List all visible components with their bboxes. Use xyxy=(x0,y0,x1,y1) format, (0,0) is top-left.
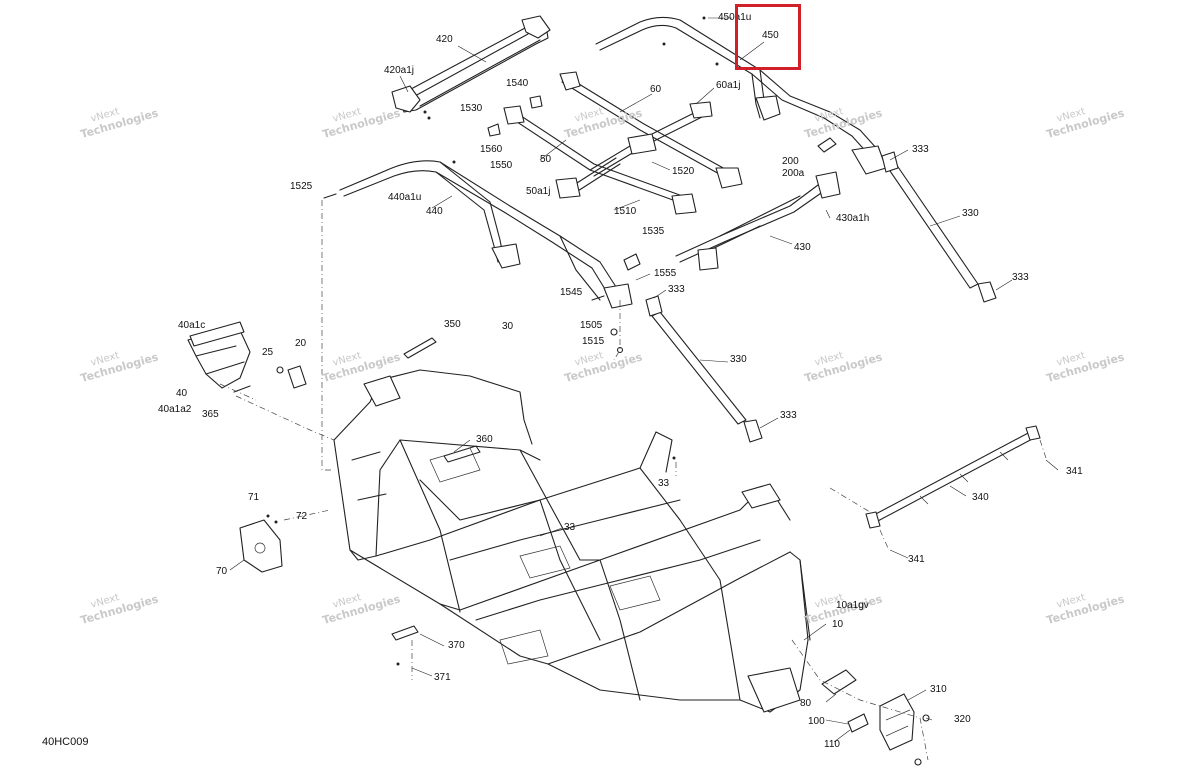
callout-1560[interactable]: 1560 xyxy=(480,144,503,155)
callout-100[interactable]: 100 xyxy=(808,716,825,727)
callout-341-a[interactable]: 341 xyxy=(1066,466,1083,477)
part-370-bracket[interactable] xyxy=(391,625,419,641)
part-1540-clip[interactable] xyxy=(529,95,543,109)
part-10-main-frame[interactable] xyxy=(333,369,811,713)
callout-420a1j[interactable]: 420a1j xyxy=(384,65,415,76)
part-310-bracket[interactable] xyxy=(879,693,915,751)
callout-330-b[interactable]: 330 xyxy=(730,354,747,365)
callout-70[interactable]: 70 xyxy=(216,566,228,577)
part-100-mount[interactable] xyxy=(847,713,869,733)
part-33-fastener[interactable] xyxy=(672,456,676,460)
part-450-rear-arch[interactable] xyxy=(595,16,887,175)
callout-60[interactable]: 60 xyxy=(650,84,662,95)
callout-50[interactable]: 50 xyxy=(540,154,552,165)
callout-30[interactable]: 30 xyxy=(502,321,514,332)
callout-110[interactable]: 110 xyxy=(824,739,840,750)
callout-1525[interactable]: 1525 xyxy=(290,181,313,192)
callout-40a1a2[interactable]: 40a1a2 xyxy=(158,404,192,415)
callout-350[interactable]: 350 xyxy=(444,319,461,330)
callout-1515[interactable]: 1515 xyxy=(582,336,605,347)
part-320-nut-2[interactable] xyxy=(914,758,922,766)
part-40-bracket[interactable] xyxy=(187,321,251,389)
part-371-fastener[interactable] xyxy=(396,662,400,666)
callout-1550[interactable]: 1550 xyxy=(490,160,513,171)
part-60-crossmember[interactable] xyxy=(559,71,743,189)
callout-20[interactable]: 20 xyxy=(295,338,307,349)
callout-1510[interactable]: 1510 xyxy=(614,206,637,217)
callout-450[interactable]: 450 xyxy=(762,30,779,41)
callout-40a1c[interactable]: 40a1c xyxy=(178,320,206,331)
callout-1520[interactable]: 1520 xyxy=(672,166,695,177)
callout-10a1gv[interactable]: 10a1gv xyxy=(836,600,869,611)
callout-333-d[interactable]: 333 xyxy=(780,410,797,421)
part-430-brace[interactable] xyxy=(675,171,841,271)
callout-333-a[interactable]: 333 xyxy=(912,144,929,155)
callout-430[interactable]: 430 xyxy=(794,242,811,253)
callout-333-c[interactable]: 333 xyxy=(668,284,685,295)
callout-365[interactable]: 365 xyxy=(202,409,219,420)
part-1530-clip[interactable] xyxy=(487,123,501,137)
assembly-lines xyxy=(219,200,1047,761)
part-350-rod[interactable] xyxy=(403,337,437,359)
callout-440a1u[interactable]: 440a1u xyxy=(388,192,422,203)
part-330-strut-center[interactable] xyxy=(645,295,763,443)
callout-450a1u[interactable]: 450a1u xyxy=(718,12,752,23)
callout-80[interactable]: 80 xyxy=(800,698,812,709)
callout-333-b[interactable]: 333 xyxy=(1012,272,1029,283)
part-1515-nut[interactable] xyxy=(616,346,624,354)
callout-310[interactable]: 310 xyxy=(930,684,947,695)
callout-40[interactable]: 40 xyxy=(176,388,188,399)
callout-1530[interactable]: 1530 xyxy=(460,103,483,114)
part-1505-nut[interactable] xyxy=(610,328,618,336)
selection-highlight-box xyxy=(735,4,801,70)
part-70-bracket[interactable] xyxy=(239,514,283,573)
part-200-tube[interactable] xyxy=(817,137,837,153)
diagram-reference-code: 40HC009 xyxy=(42,736,89,748)
part-340-tube[interactable] xyxy=(865,425,1041,529)
callout-440[interactable]: 440 xyxy=(426,206,443,217)
part-440-front-arch[interactable] xyxy=(339,160,633,309)
part-20-link[interactable] xyxy=(276,365,307,389)
leader-lines xyxy=(229,17,1059,743)
callout-1555[interactable]: 1555 xyxy=(654,268,677,279)
part-80-mount[interactable] xyxy=(821,669,857,695)
callout-50a1j[interactable]: 50a1j xyxy=(526,186,551,197)
callout-330-a[interactable]: 330 xyxy=(962,208,979,219)
callout-25[interactable]: 25 xyxy=(262,347,274,358)
callout-60a1j[interactable]: 60a1j xyxy=(716,80,741,91)
callout-71[interactable]: 71 xyxy=(248,492,260,503)
callout-370[interactable]: 370 xyxy=(448,640,465,651)
callout-72[interactable]: 72 xyxy=(296,511,308,522)
part-330-strut-right[interactable] xyxy=(881,151,997,303)
callout-371[interactable]: 371 xyxy=(434,672,451,683)
callout-200[interactable]: 200 xyxy=(782,156,799,167)
part-1535-clip[interactable] xyxy=(623,253,641,271)
callout-420[interactable]: 420 xyxy=(436,34,453,45)
part-1525-bolt[interactable] xyxy=(323,193,337,199)
callout-10[interactable]: 10 xyxy=(832,619,844,630)
callout-320[interactable]: 320 xyxy=(954,714,971,725)
part-365-bolt[interactable] xyxy=(233,385,251,393)
callout-340[interactable]: 340 xyxy=(972,492,989,503)
part-1545-bolt[interactable] xyxy=(591,295,605,301)
callout-430a1h[interactable]: 430a1h xyxy=(836,213,870,224)
callout-341-b[interactable]: 341 xyxy=(908,554,925,565)
callout-33-a[interactable]: 33 xyxy=(658,478,670,489)
callout-200a[interactable]: 200a xyxy=(782,168,805,179)
callout-1505[interactable]: 1505 xyxy=(580,320,603,331)
part-420-brace[interactable] xyxy=(391,15,551,120)
callout-33-b[interactable]: 33 xyxy=(564,522,576,533)
callout-1545[interactable]: 1545 xyxy=(560,287,583,298)
callout-1535[interactable]: 1535 xyxy=(642,226,665,237)
part-50-crossmember[interactable] xyxy=(503,105,697,215)
callout-360[interactable]: 360 xyxy=(476,434,493,445)
callout-1540[interactable]: 1540 xyxy=(506,78,529,89)
